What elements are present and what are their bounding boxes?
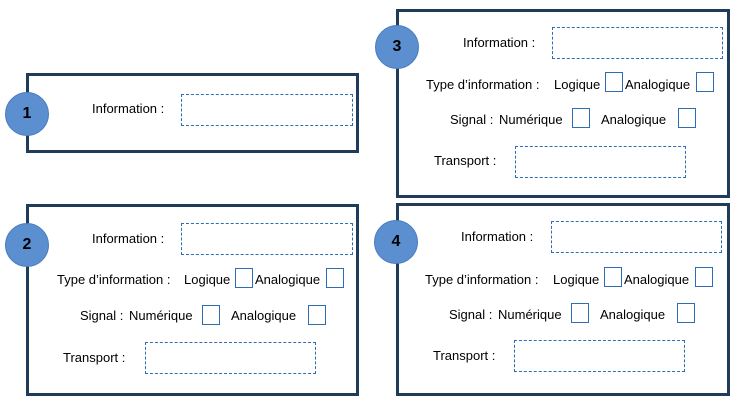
panel-3-option-logique-label: Logique: [554, 77, 601, 92]
panel-2-option-analogique-label: Analogique: [255, 272, 321, 287]
panel-2-option-logique-label: Logique: [184, 272, 231, 287]
panel-2-numerique-checkbox[interactable]: [202, 305, 220, 325]
panel-3-numerique-label: Numérique: [499, 112, 563, 127]
panel-4-information-label: Information :: [461, 229, 534, 244]
panel-2-information-label: Information :: [92, 231, 165, 246]
step-2-badge: 2: [5, 223, 49, 267]
panel-3-information-field[interactable]: [552, 27, 723, 59]
panel-2-numerique-label: Numérique: [129, 308, 193, 323]
panel-2-transport-label: Transport :: [63, 350, 126, 365]
step-4-badge: 4: [374, 220, 418, 264]
panel-1-information-label: Information :: [92, 101, 165, 116]
panel-4-analogique-checkbox[interactable]: [695, 267, 713, 287]
panel-4-signal-label: Signal :: [449, 307, 493, 322]
panel-3-transport-label: Transport :: [434, 153, 497, 168]
panel-4-numerique-checkbox[interactable]: [571, 303, 589, 323]
panel-2-signal-label: Signal :: [80, 308, 124, 323]
panel-2-signal-analogique-label: Analogique: [231, 308, 297, 323]
step-1-badge: 1: [5, 92, 49, 136]
panel-3-type-label: Type d’information :: [426, 77, 540, 92]
panel-3-transport-field[interactable]: [515, 146, 686, 178]
panel-3-information-label: Information :: [463, 35, 536, 50]
panel-1-information-field[interactable]: [181, 94, 353, 126]
panel-4-numerique-label: Numérique: [498, 307, 562, 322]
panel-2-type-label: Type d’information :: [57, 272, 171, 287]
panel-4-option-analogique-label: Analogique: [624, 272, 690, 287]
panel-3-analogique-checkbox[interactable]: [696, 72, 714, 92]
panel-2-information-field[interactable]: [181, 223, 353, 255]
panel-2-transport-field[interactable]: [145, 342, 316, 374]
panel-2-analogique-checkbox[interactable]: [326, 268, 344, 288]
panel-3-numerique-checkbox[interactable]: [572, 108, 590, 128]
panel-2-signal-analogique-checkbox[interactable]: [308, 305, 326, 325]
panel-3-signal-analogique-label: Analogique: [601, 112, 667, 127]
panel-4-transport-field[interactable]: [514, 340, 685, 372]
panel-4-option-logique-label: Logique: [553, 272, 600, 287]
panel-3-signal-analogique-checkbox[interactable]: [678, 108, 696, 128]
panel-4-type-label: Type d’information :: [425, 272, 539, 287]
panel-3-option-analogique-label: Analogique: [625, 77, 691, 92]
panel-4-information-field[interactable]: [551, 221, 722, 253]
panel-4-signal-analogique-checkbox[interactable]: [677, 303, 695, 323]
panel-4-transport-label: Transport :: [433, 348, 496, 363]
panel-3-signal-label: Signal :: [450, 112, 494, 127]
panel-3-logique-checkbox[interactable]: [605, 72, 623, 92]
panel-4-logique-checkbox[interactable]: [604, 267, 622, 287]
panel-4-signal-analogique-label: Analogique: [600, 307, 666, 322]
step-3-badge: 3: [375, 25, 419, 69]
panel-2-logique-checkbox[interactable]: [235, 268, 253, 288]
